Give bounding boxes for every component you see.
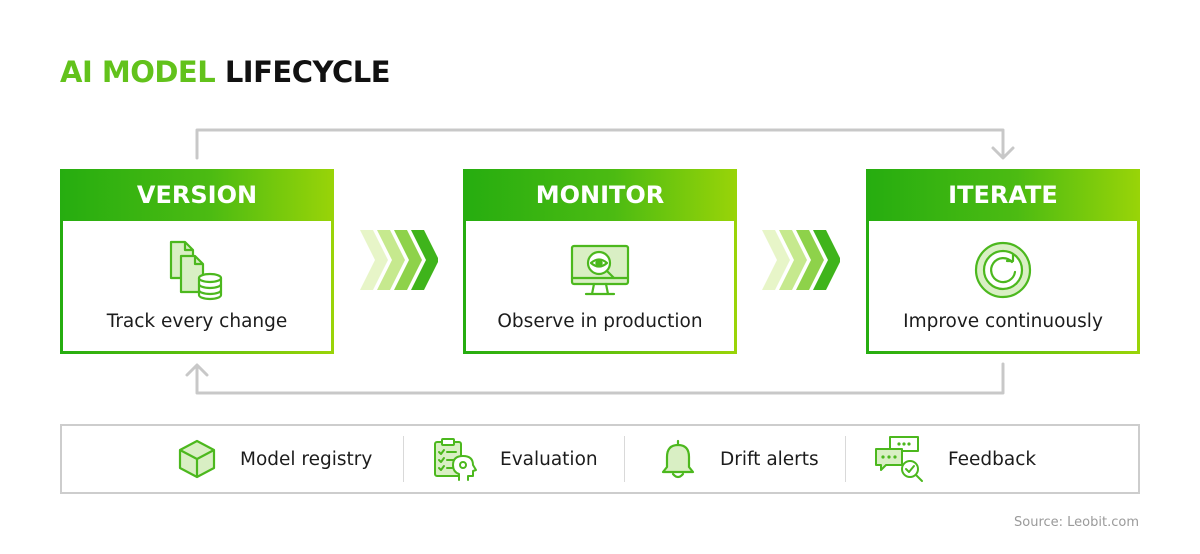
stage-caption: Observe in production [497, 311, 703, 332]
legend-item-feedback: Feedback [874, 426, 1036, 492]
legend-item-evaluation: Evaluation [432, 426, 598, 492]
refresh-cycle-icon [974, 241, 1032, 299]
source-credit: Source: Leobit.com [1014, 515, 1139, 530]
legend-bar: Model registry Evaluation Drift alerts [60, 424, 1140, 494]
stage-caption: Improve continuously [903, 311, 1103, 332]
stage-header: VERSION [60, 169, 334, 221]
documents-database-icon [169, 240, 223, 301]
title-accent: AI MODEL [60, 55, 216, 89]
stage-card-iterate: ITERATE Improve continuously [866, 169, 1140, 354]
legend-label: Evaluation [500, 448, 598, 470]
bottom-loop-line [195, 362, 1005, 395]
chat-bubbles-check-icon [875, 436, 923, 482]
stage-header: MONITOR [463, 169, 737, 221]
stage-header: ITERATE [866, 169, 1140, 221]
legend-label: Model registry [240, 448, 373, 470]
stage-body: Track every change [60, 221, 334, 354]
legend-label: Feedback [948, 448, 1037, 470]
legend-item-model-registry: Model registry [176, 426, 372, 492]
legend-label: Drift alerts [720, 448, 819, 470]
legend-divider [624, 436, 625, 482]
stage-card-version: VERSION Track every change [60, 169, 334, 354]
stage-card-monitor: MONITOR Observe in production [463, 169, 737, 354]
top-loop-line [195, 128, 1005, 160]
top-loop-arrowhead [991, 146, 1015, 160]
legend-divider [845, 436, 846, 482]
legend-divider [403, 436, 404, 482]
chevron-arrows-icon [762, 230, 840, 290]
legend-item-drift-alerts: Drift alerts [658, 426, 819, 492]
stage-body: Improve continuously [866, 221, 1140, 354]
cube-icon [178, 439, 216, 479]
bottom-loop-arrowhead [185, 363, 209, 377]
diagram-title: AI MODEL LIFECYCLE [60, 52, 391, 92]
stage-caption: Track every change [106, 311, 288, 332]
bell-icon [661, 439, 695, 479]
title-rest: LIFECYCLE [224, 55, 391, 89]
chevron-arrows-icon [360, 230, 438, 290]
monitor-eye-icon [570, 244, 630, 296]
clipboard-ai-icon [434, 438, 477, 481]
stage-body: Observe in production [463, 221, 737, 354]
